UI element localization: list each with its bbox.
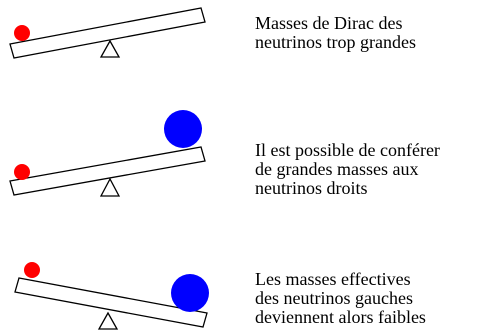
panel-2-caption: Il est possible de conférer de grandes m… (255, 141, 440, 198)
panel-2-seesaw (9, 110, 206, 197)
panel-3-large-blue-mass (171, 274, 209, 312)
panel-3-caption-line-1: Les masses effectives (255, 269, 411, 289)
panel-1-seesaw (9, 7, 206, 59)
panel-2-caption-line-3: neutrinos droits (255, 178, 368, 198)
panel-2-small-red-mass (14, 164, 30, 180)
panel-1-small-red-mass (14, 25, 30, 41)
panel-3-seesaw (14, 262, 209, 330)
panel-3-caption-line-3: deviennent alors faibles (255, 307, 426, 327)
panel-1-caption-line-1: Masses de Dirac des (255, 13, 403, 33)
panel-2-large-blue-mass (164, 110, 202, 148)
panel-3-small-red-mass (24, 262, 40, 278)
panel-2-caption-line-1: Il est possible de conférer (255, 140, 440, 160)
panel-1-beam (9, 7, 206, 59)
panel-1-fulcrum (99, 39, 121, 58)
panel-2-caption-line-2: de grandes masses aux (255, 159, 419, 179)
panel-3-caption: Les masses effectives des neutrinos gauc… (255, 270, 426, 327)
panel-1-caption-line-2: neutrinos trop grandes (255, 32, 416, 52)
panel-2-beam (9, 146, 206, 196)
panel-1-caption: Masses de Dirac des neutrinos trop grand… (255, 14, 416, 52)
panel-3-fulcrum (97, 311, 119, 330)
panel-3-caption-line-2: des neutrinos gauches (255, 288, 413, 308)
panel-2-fulcrum (99, 177, 121, 197)
panel-3-beam (14, 277, 208, 328)
